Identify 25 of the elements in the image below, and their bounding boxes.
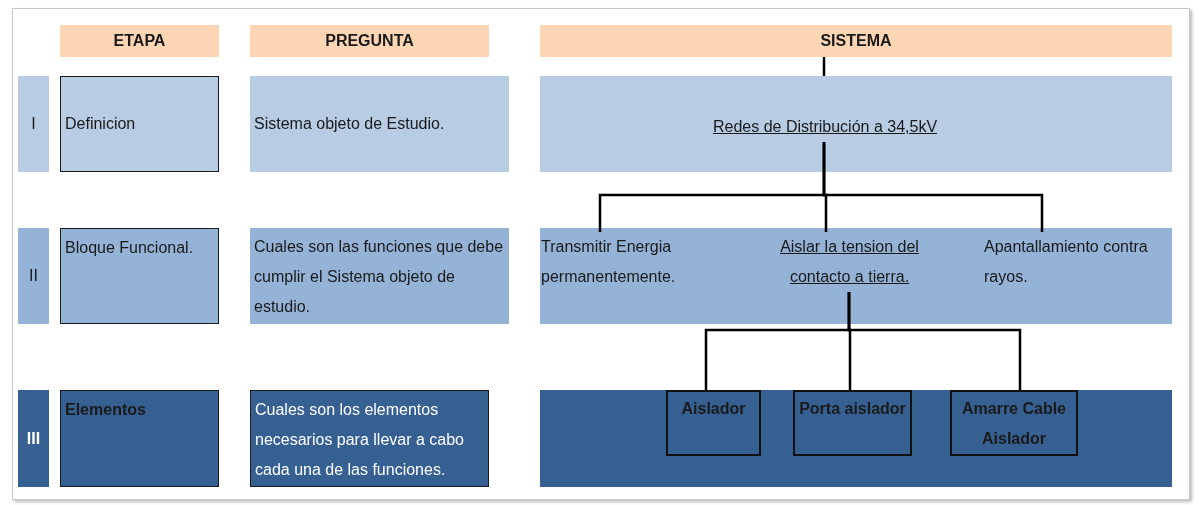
element-box: Aislador — [666, 390, 761, 456]
stage-box: Elementos — [60, 390, 219, 487]
column-header: SISTEMA — [540, 25, 1172, 57]
function-text: Apantallamiento contra rayos. — [984, 232, 1164, 292]
question-box: Cuales son las funciones que debe cumplir el Sistema objeto de estudio. — [250, 228, 509, 324]
stage-box: Bloque Funcional. — [60, 228, 219, 324]
element-box: Amarre Cable Aislador — [950, 390, 1078, 456]
stage-numeral: I — [18, 76, 49, 172]
system-band — [540, 76, 1172, 172]
stage-numeral: II — [18, 228, 49, 324]
system-title: Redes de Distribución a 34,5kV — [700, 112, 950, 142]
element-band — [540, 390, 1172, 487]
stage-numeral: III — [18, 390, 49, 487]
function-text: Transmitir Energia permanentemente. — [541, 232, 711, 292]
function-band — [540, 228, 1172, 324]
column-header: ETAPA — [60, 25, 219, 57]
connector-line — [822, 55, 826, 76]
column-header: PREGUNTA — [250, 25, 489, 57]
connector-line — [847, 292, 1022, 390]
question-box: Cuales son los elementos necesarios para llevar a cabo cada una de las funciones. — [250, 390, 489, 487]
function-text: Aislar la tension del contacto a tierra. — [762, 232, 937, 292]
element-box: Porta aislador — [793, 390, 912, 456]
stage-box: Definicion — [60, 76, 219, 172]
question-box: Sistema objeto de Estudio. — [250, 76, 509, 172]
connector-line — [822, 142, 1044, 232]
